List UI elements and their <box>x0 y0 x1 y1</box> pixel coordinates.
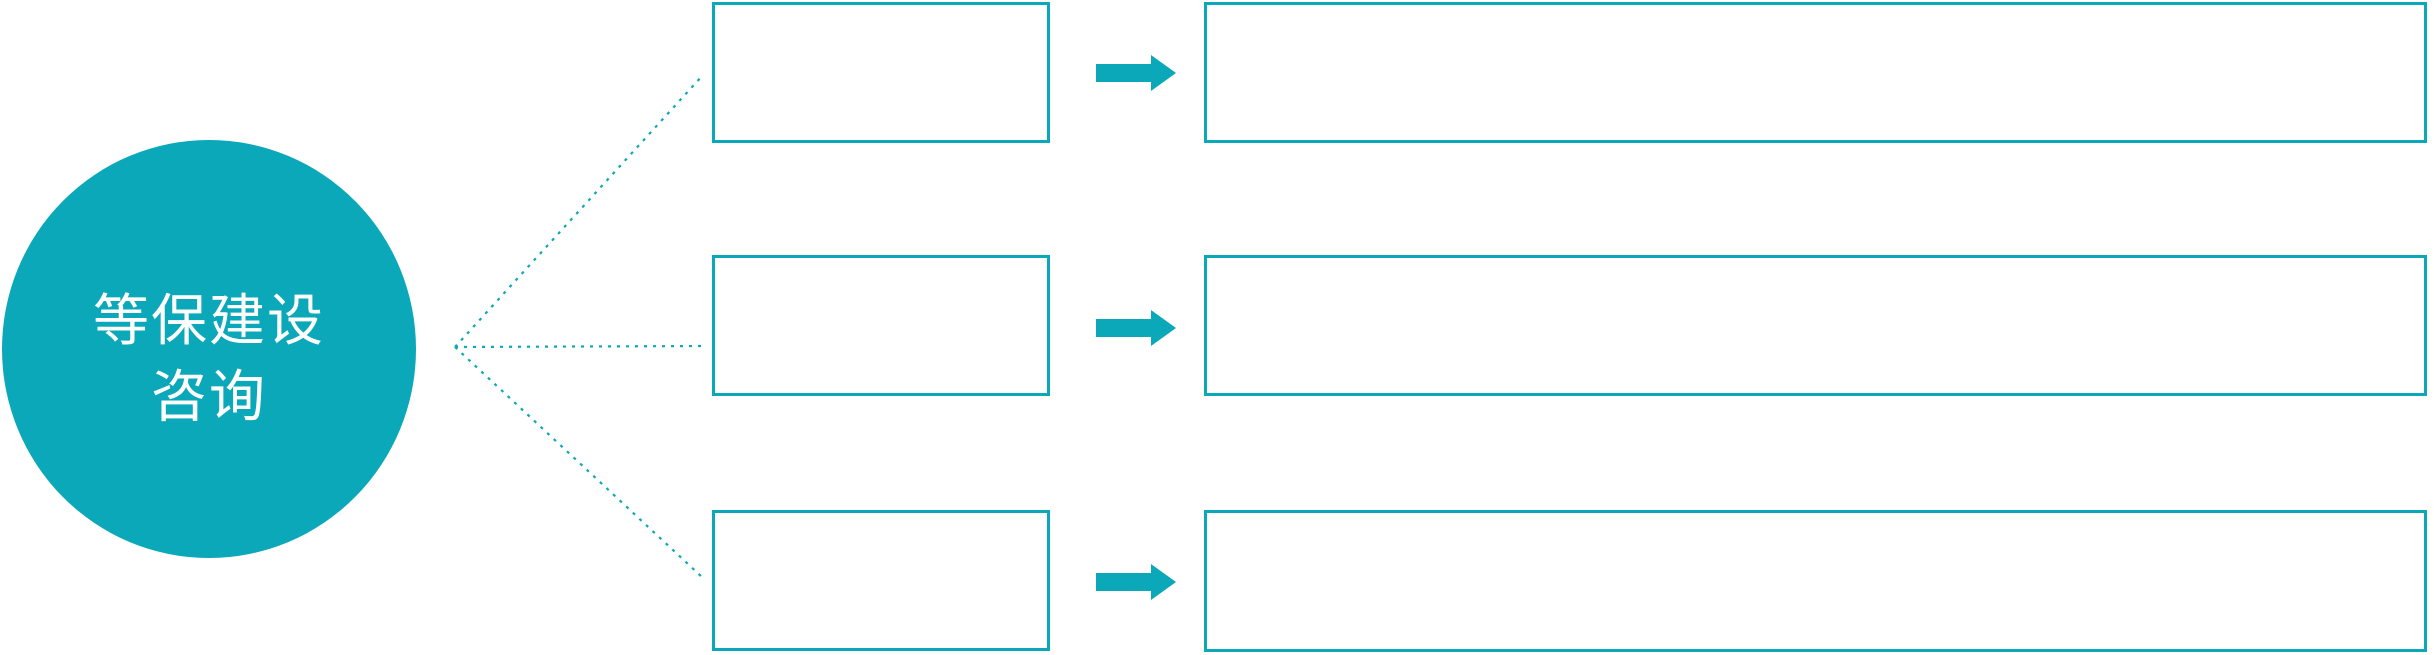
topic-circle-line1: 等保建设 <box>93 289 325 354</box>
arrow-right-icon <box>1096 55 1176 91</box>
category-box-2 <box>712 255 1050 396</box>
category-box-1 <box>712 2 1050 143</box>
detail-box-2 <box>1204 255 2427 396</box>
dotted-connector-middle <box>454 344 707 349</box>
dotted-connector-top <box>454 74 704 348</box>
topic-circle-line2: 咨询 <box>151 365 267 430</box>
arrow-right-icon <box>1096 564 1176 600</box>
topic-circle: 等保建设 咨询 <box>2 140 416 558</box>
detail-box-3 <box>1204 510 2427 652</box>
category-box-3 <box>712 510 1050 651</box>
arrow-right-icon <box>1096 310 1176 346</box>
detail-box-1 <box>1204 2 2427 143</box>
dotted-connector-bottom <box>454 346 704 579</box>
